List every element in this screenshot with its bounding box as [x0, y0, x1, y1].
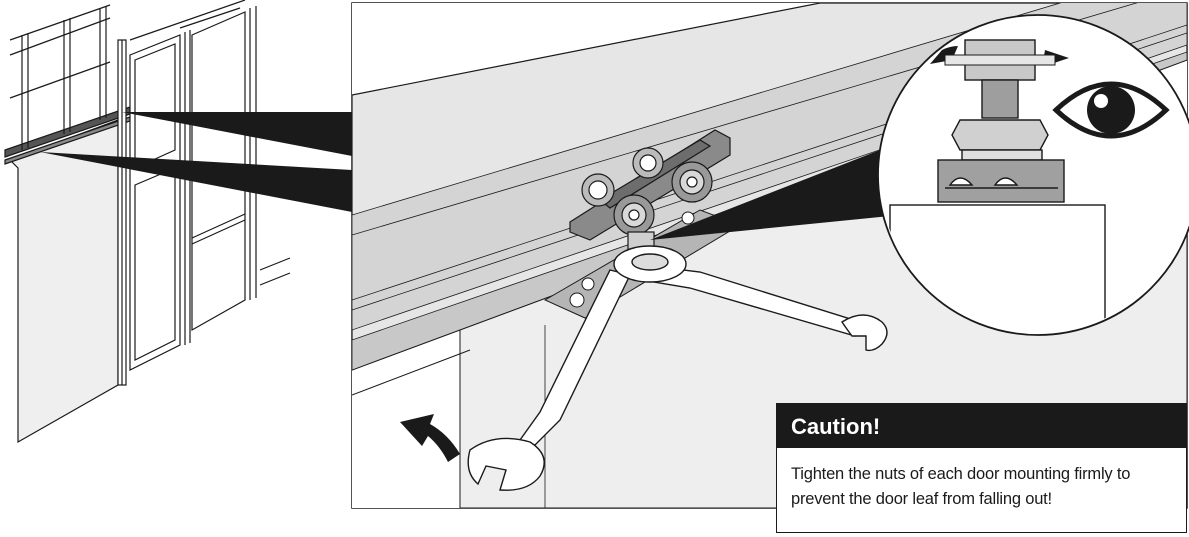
roller-carriage [569, 129, 731, 255]
caution-text: Tighten the nuts of each door mounting f… [791, 465, 1131, 508]
callout-wedges [40, 112, 352, 212]
door-overview [4, 0, 291, 444]
wrench [467, 245, 888, 491]
rotation-arrows-icon [930, 46, 1069, 66]
curved-arrow-left-icon [400, 414, 460, 462]
eye-icon [1052, 81, 1170, 139]
caution-box: Caution! Tighten the nuts of each door m… [776, 403, 1187, 533]
magnified-detail [877, 14, 1189, 336]
caution-title: Caution! [777, 404, 1186, 448]
